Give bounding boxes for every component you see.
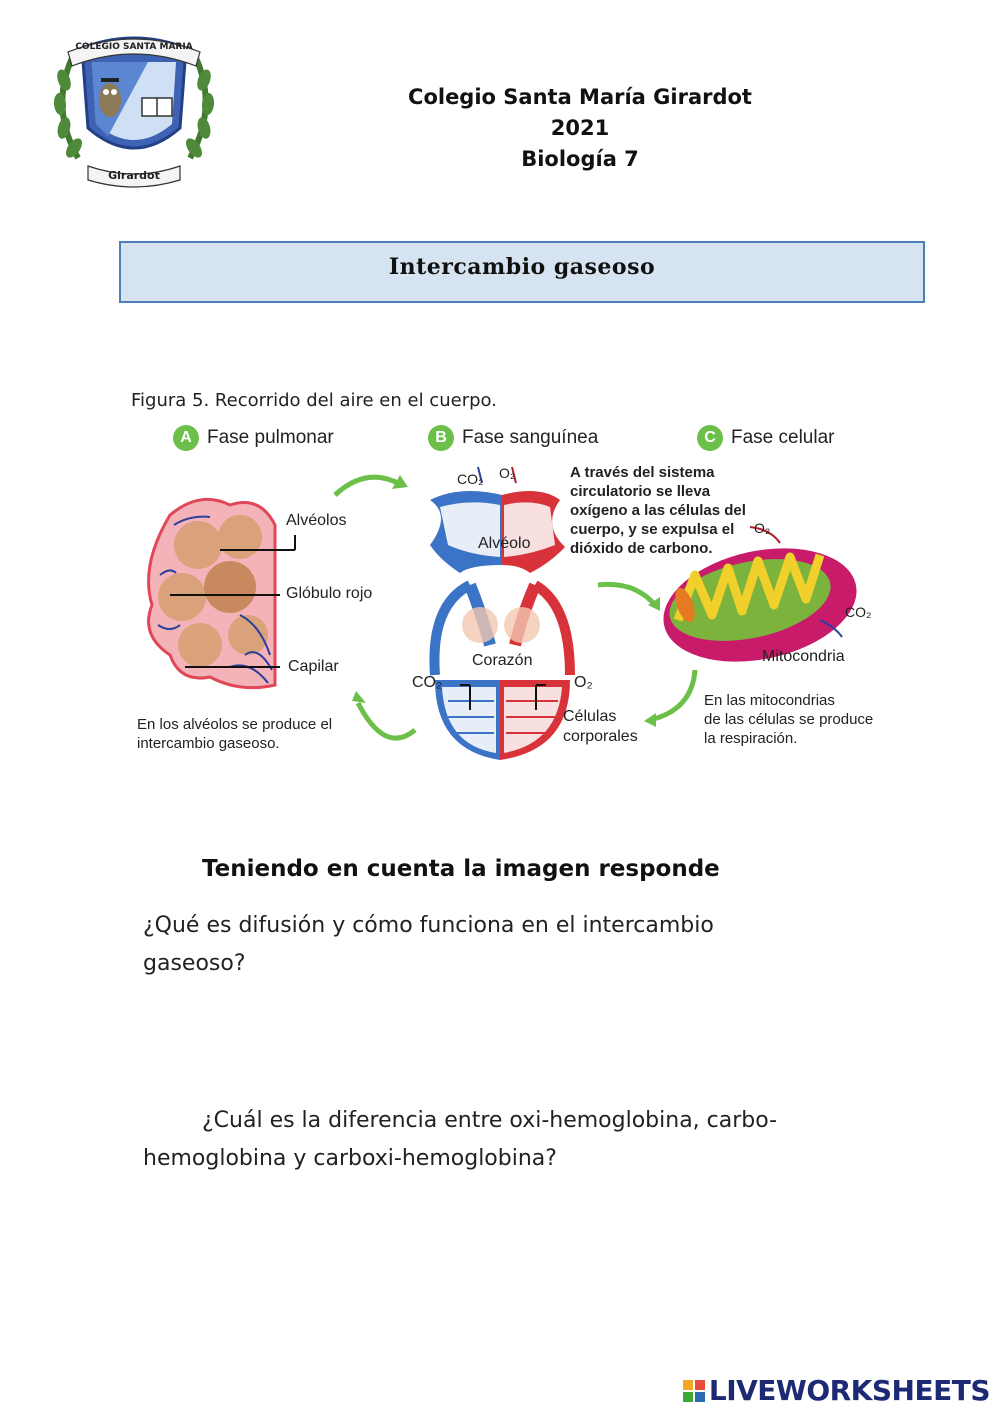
answer-2-input[interactable] <box>143 1185 843 1305</box>
school-year: 2021 <box>550 116 610 140</box>
figure-caption: Figura 5. Recorrido del aire en el cuerp… <box>131 390 497 411</box>
subject-name: Biología 7 <box>521 147 639 171</box>
note-pulmonar-line1: En los alvéolos se produce el <box>137 716 333 733</box>
title-banner: Intercambio gaseoso <box>119 241 925 303</box>
school-logo: COLEGIO SANTA MARIA Girardot <box>48 18 220 188</box>
label-corazon: Corazón <box>472 652 533 669</box>
phase-a-label: Fase pulmonar <box>207 427 334 449</box>
page-title: Intercambio gaseoso <box>388 254 656 280</box>
label-o2-bottom: O₂ <box>574 674 593 691</box>
alveoli-illustration <box>147 497 296 690</box>
circulation-illustration <box>429 466 575 760</box>
school-name: Colegio Santa María Girardot <box>408 85 752 109</box>
label-co2-mito: CO₂ <box>845 604 872 620</box>
logo-top-text: COLEGIO SANTA MARIA <box>75 42 193 52</box>
phase-c-badge: C <box>697 425 723 451</box>
logo-bottom-text: Girardot <box>108 169 160 182</box>
note-celular-line3: la respiración. <box>704 730 798 747</box>
note-celular-line2: de las células se produce <box>704 711 874 728</box>
label-alveolos: Alvéolos <box>286 512 347 529</box>
note-sanguinea-line1: A través del sistema <box>570 464 715 481</box>
liveworksheets-text: LIVEWORKSHEETS <box>708 1374 991 1407</box>
answer-1-input[interactable] <box>143 990 843 1070</box>
label-capilar: Capilar <box>288 658 339 675</box>
note-celular: En las mitocondrias de las células se pr… <box>704 691 873 748</box>
label-co2-bottom: CO₂ <box>412 674 443 691</box>
question-2-line1: ¿Cuál es la diferencia entre oxi-hemoglo… <box>202 1108 778 1133</box>
gas-exchange-illustration <box>147 466 857 760</box>
phase-a-badge: A <box>173 425 199 451</box>
label-celulas-corporales: Células corporales <box>563 707 638 747</box>
phase-a-heading: A Fase pulmonar <box>173 425 334 451</box>
phase-b-heading: B Fase sanguínea <box>428 425 598 451</box>
label-celulas-line2: corporales <box>563 728 638 745</box>
label-o2-mito: O₂ <box>754 520 771 536</box>
question-1-line1: ¿Qué es difusión y cómo funciona en el i… <box>143 913 714 938</box>
label-globulo-rojo: Glóbulo rojo <box>286 585 373 602</box>
label-celulas-line1: Células <box>563 708 617 725</box>
label-o2-top: O₂ <box>499 465 516 481</box>
question-2-line2: hemoglobina y carboxi-hemoglobina? <box>143 1146 557 1171</box>
liveworksheets-brand: LIVEWORKSHEETS <box>682 1374 991 1407</box>
liveworksheets-logo-icon <box>682 1379 705 1402</box>
question-1: ¿Qué es difusión y cómo funciona en el i… <box>143 907 714 983</box>
phase-c-label: Fase celular <box>731 427 835 449</box>
note-pulmonar-line2: intercambio gaseoso. <box>137 735 280 752</box>
document-header: Colegio Santa María Girardot 2021 Biolog… <box>330 82 830 175</box>
phase-b-label: Fase sanguínea <box>462 427 599 449</box>
label-co2-top: CO₂ <box>457 471 484 487</box>
label-mitocondria: Mitocondria <box>762 648 845 665</box>
note-sanguinea-line5: dióxido de carbono. <box>570 540 713 557</box>
questions-heading: Teniendo en cuenta la imagen responde <box>202 856 720 882</box>
note-celular-line1: En las mitocondrias <box>704 692 835 709</box>
question-1-line2: gaseoso? <box>143 951 246 976</box>
note-sanguinea-line3: oxígeno a las células del <box>570 502 746 519</box>
note-sanguinea: A través del sistema circulatorio se lle… <box>570 463 746 558</box>
question-2: ¿Cuál es la diferencia entre oxi-hemoglo… <box>143 1102 777 1178</box>
note-sanguinea-line2: circulatorio se lleva <box>570 483 711 500</box>
note-sanguinea-line4: cuerpo, y se expulsa el <box>570 521 735 538</box>
phase-c-heading: C Fase celular <box>697 425 835 451</box>
note-pulmonar: En los alvéolos se produce el intercambi… <box>137 715 332 753</box>
phase-b-badge: B <box>428 425 454 451</box>
label-alveolo: Alvéolo <box>478 535 531 552</box>
mitochondria-illustration <box>663 526 857 662</box>
